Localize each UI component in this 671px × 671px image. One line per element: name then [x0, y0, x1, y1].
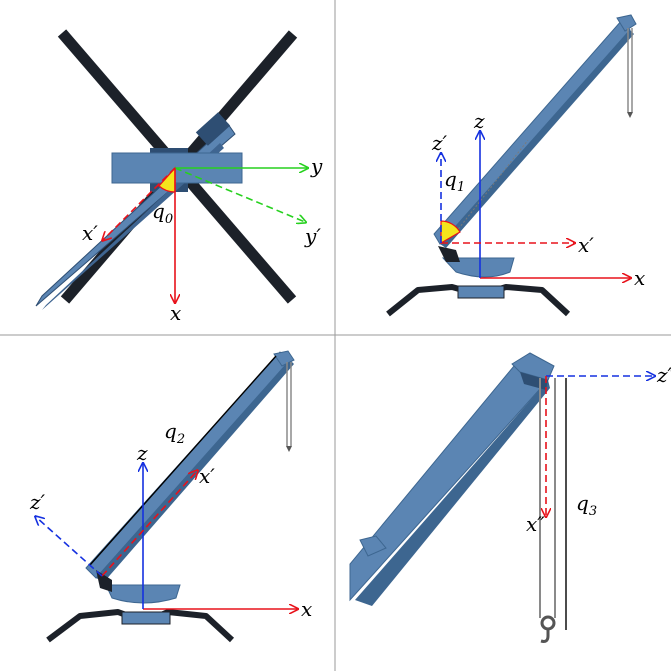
axis-x-prime [103, 167, 176, 240]
length-q2-line [89, 355, 277, 566]
label-q0: q0 [152, 199, 173, 227]
label-z-prime: z′ [431, 131, 448, 155]
axis-x-prime [101, 471, 197, 577]
boom-mount [96, 570, 112, 592]
label-x: x [301, 597, 312, 621]
label-x-prime: x′ [82, 221, 98, 245]
label-x: x [634, 266, 645, 290]
turret-body [441, 257, 515, 278]
boom-top [35, 112, 236, 310]
label-x-dprime: x″ [526, 512, 545, 536]
label-x-prime: x′ [578, 233, 594, 257]
label-x: x [170, 301, 181, 325]
boom-telescope [85, 350, 295, 582]
label-x-prime: x′ [199, 464, 215, 488]
panel-top-view: y y′ x x′ q0 [35, 29, 323, 325]
base-frame [457, 285, 505, 299]
boom-mount [438, 246, 460, 262]
label-q1: q1 [444, 167, 465, 195]
label-z: z [473, 109, 485, 133]
label-y-prime: y′ [304, 224, 321, 248]
axis-y-prime [174, 167, 305, 222]
panel-side-view-slew: x z x′ z′ q1 [386, 14, 645, 317]
angle-q1-arc [440, 220, 461, 245]
label-z: z [136, 441, 148, 465]
boom-tip-closeup [349, 352, 555, 606]
axis-z-prime [36, 517, 103, 577]
boom-slew [433, 14, 637, 248]
panel-side-view-telescope: x z x′ z′ q2 [29, 350, 312, 643]
base-frame [121, 611, 171, 625]
panel-tip-detail: z″ x″ q3 [349, 352, 671, 643]
label-q3: q3 [576, 491, 597, 519]
label-y: y [310, 154, 323, 178]
label-z-prime: z′ [29, 490, 46, 514]
hook-icon [540, 615, 556, 643]
label-q2: q2 [164, 419, 185, 447]
label-z-dprime: z″ [656, 363, 671, 387]
hoist-cable [539, 378, 556, 618]
